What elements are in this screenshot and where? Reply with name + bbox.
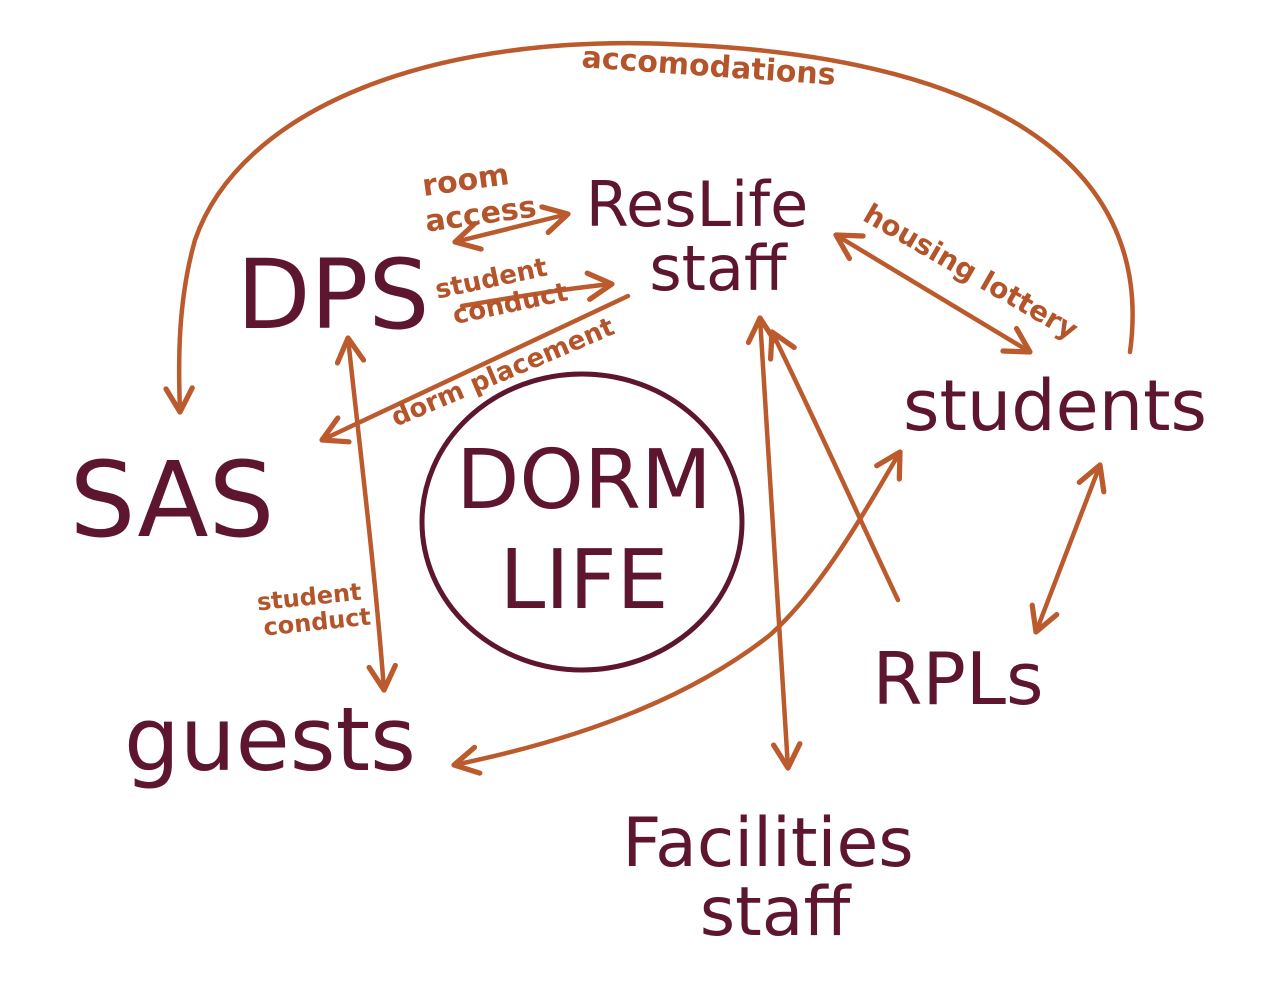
node-sas: SAS [69,439,274,561]
label-accommodations: accomodations [581,40,837,93]
hub-label-line2: LIFE [500,533,669,628]
edge-accommodations [163,40,1135,415]
edge-housing-lottery [833,232,1033,355]
node-reslife-line2: staff [649,232,788,305]
edge-student-conduct-left [334,335,398,693]
node-dps: DPS [237,239,430,351]
hub-label-line1: DORM [456,433,711,528]
edge-guests-students [451,449,903,776]
node-rpls: RPLs [872,637,1043,721]
node-facilities-line2: staff [700,873,853,952]
node-reslife-line1: ResLife [586,168,808,241]
label-housing-lottery: housing lottery [858,197,1084,346]
node-facilities-line1: Facilities [622,804,913,883]
dorm-life-circle [419,371,745,673]
edge-student-conduct-top [459,270,615,309]
edge-reslife-facilities [745,315,803,771]
node-students: students [903,365,1207,447]
edge-room-access [452,204,571,252]
edge-students-rpls [1029,462,1107,635]
node-guests: guests [124,688,416,791]
